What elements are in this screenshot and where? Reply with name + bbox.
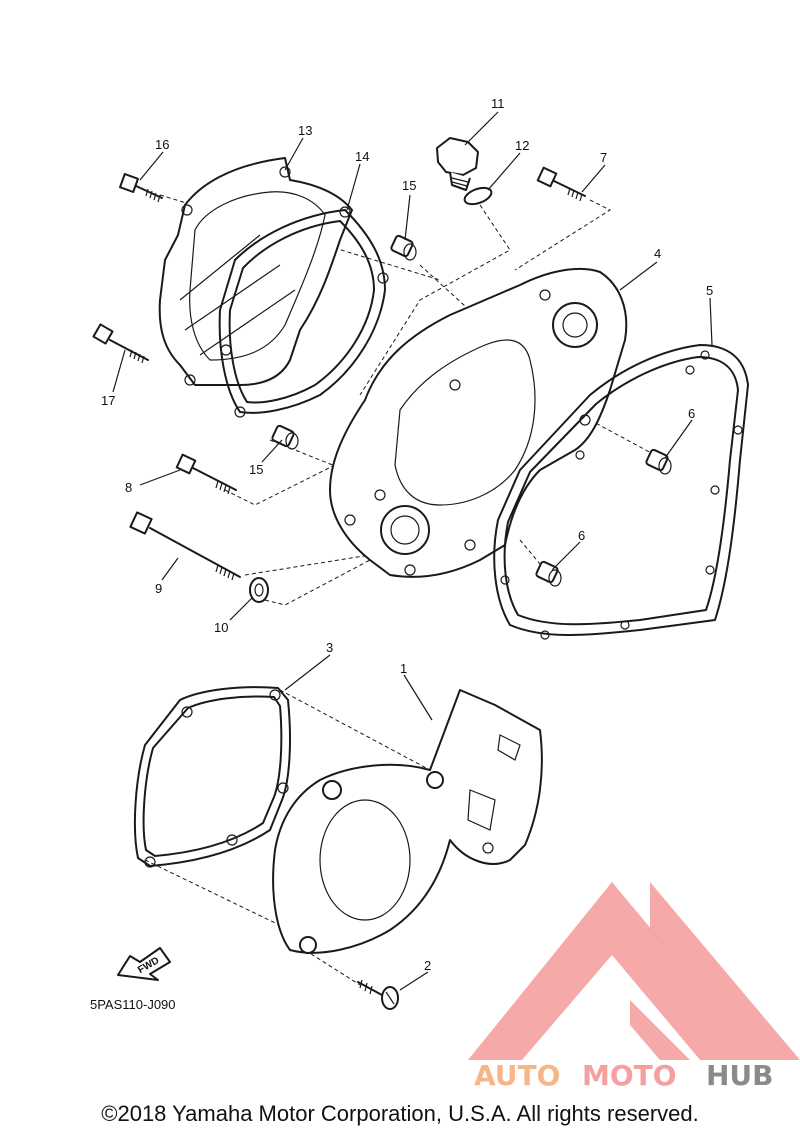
label-leaders — [112, 111, 713, 991]
label-7: 7 — [600, 150, 607, 165]
part-10-washer — [249, 577, 269, 603]
label-3: 3 — [326, 640, 333, 655]
label-2: 2 — [424, 958, 431, 973]
leader-lines — [144, 194, 656, 986]
label-1: 1 — [400, 661, 407, 676]
part-5-gasket — [493, 344, 749, 640]
watermark-logo: AUTO MOTO HUB — [468, 882, 800, 1092]
watermark-moto: MOTO — [582, 1059, 677, 1092]
part-1-clutch-cover — [272, 689, 543, 954]
label-16: 16 — [155, 137, 169, 152]
part-13-outer-cover — [158, 157, 353, 386]
part-12-o-ring — [463, 186, 493, 206]
bolts — [92, 166, 586, 581]
label-17: 17 — [101, 393, 115, 408]
label-10: 10 — [214, 620, 228, 635]
label-6-lower: 6 — [578, 528, 585, 543]
label-4: 4 — [654, 246, 661, 261]
label-6-right: 6 — [688, 406, 695, 421]
label-5: 5 — [706, 283, 713, 298]
part-number-labels: 11 12 13 14 16 7 15 4 5 17 6 15 8 6 9 10… — [101, 96, 713, 973]
label-15-upper: 15 — [402, 178, 416, 193]
part-14-gasket — [218, 206, 389, 418]
part-2-screw — [357, 979, 399, 1010]
copyright-notice: ©2018 Yamaha Motor Corporation, U.S.A. A… — [101, 1101, 699, 1126]
part-4-crankcase-cover — [329, 267, 628, 578]
label-11: 11 — [491, 96, 505, 111]
dowel-pins — [271, 234, 672, 587]
part-3-gasket — [133, 686, 291, 868]
fwd-arrow: FWD — [117, 947, 171, 981]
label-8: 8 — [125, 480, 132, 495]
label-15-lower: 15 — [249, 462, 263, 477]
watermark-auto: AUTO — [474, 1059, 560, 1092]
label-14: 14 — [355, 149, 369, 164]
label-12: 12 — [515, 138, 529, 153]
watermark-hub: HUB — [706, 1059, 774, 1092]
part-11-oil-plug — [436, 137, 479, 191]
diagram-code: 5PAS110-J090 — [90, 997, 176, 1012]
label-13: 13 — [298, 123, 312, 138]
label-9: 9 — [155, 581, 162, 596]
